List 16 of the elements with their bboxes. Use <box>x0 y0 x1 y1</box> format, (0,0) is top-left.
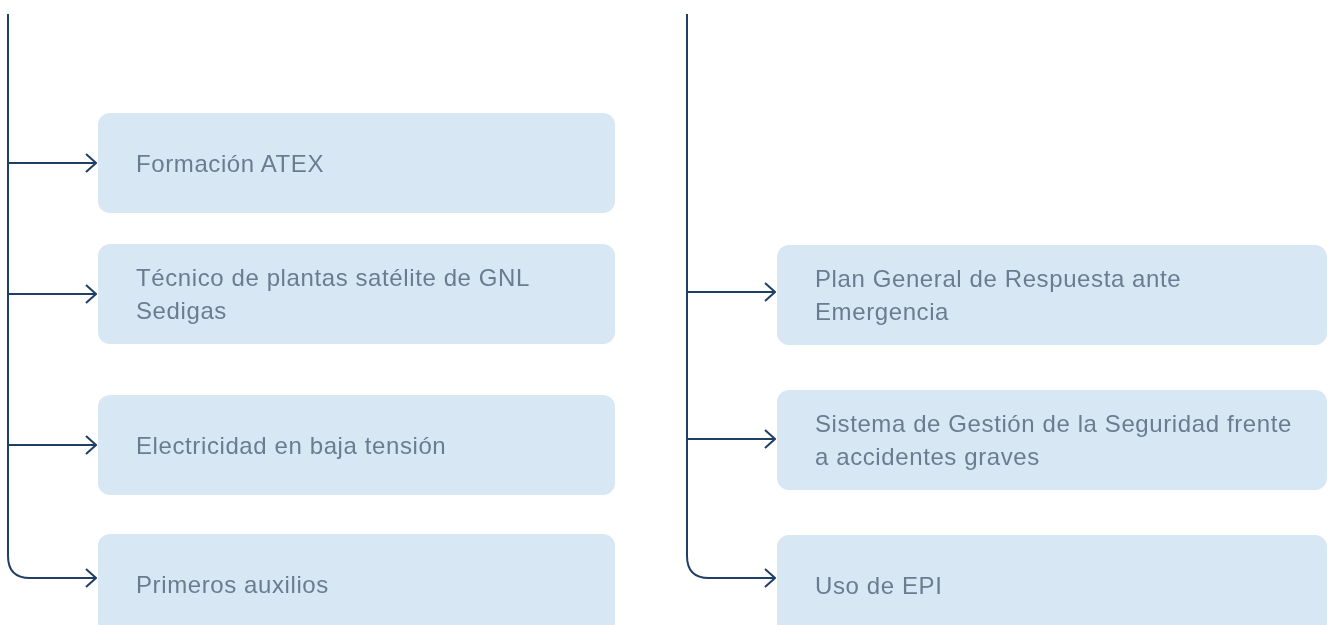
course-box <box>777 535 1327 625</box>
course-name: Formación ATEX <box>136 148 324 179</box>
course-box <box>98 395 615 495</box>
arrow <box>686 13 776 588</box>
course-name: Electricidad en baja tensión <box>136 430 447 461</box>
course-box <box>777 245 1327 345</box>
course-box <box>98 534 615 625</box>
course-name: Uso de EPI <box>815 570 943 601</box>
course-name: Técnico de plantas satélite de GNL Sedigas <box>136 263 531 326</box>
arrow <box>7 13 97 588</box>
course-box <box>777 390 1327 490</box>
course-box <box>98 244 615 344</box>
course-name: Primeros auxilios <box>136 569 329 600</box>
course-name: Plan General de Respuesta ante Emergencia <box>815 264 1183 327</box>
course-box <box>98 113 615 213</box>
course-name: Sistema de Gestión de la Seguridad frente a accidentes graves <box>815 409 1293 472</box>
